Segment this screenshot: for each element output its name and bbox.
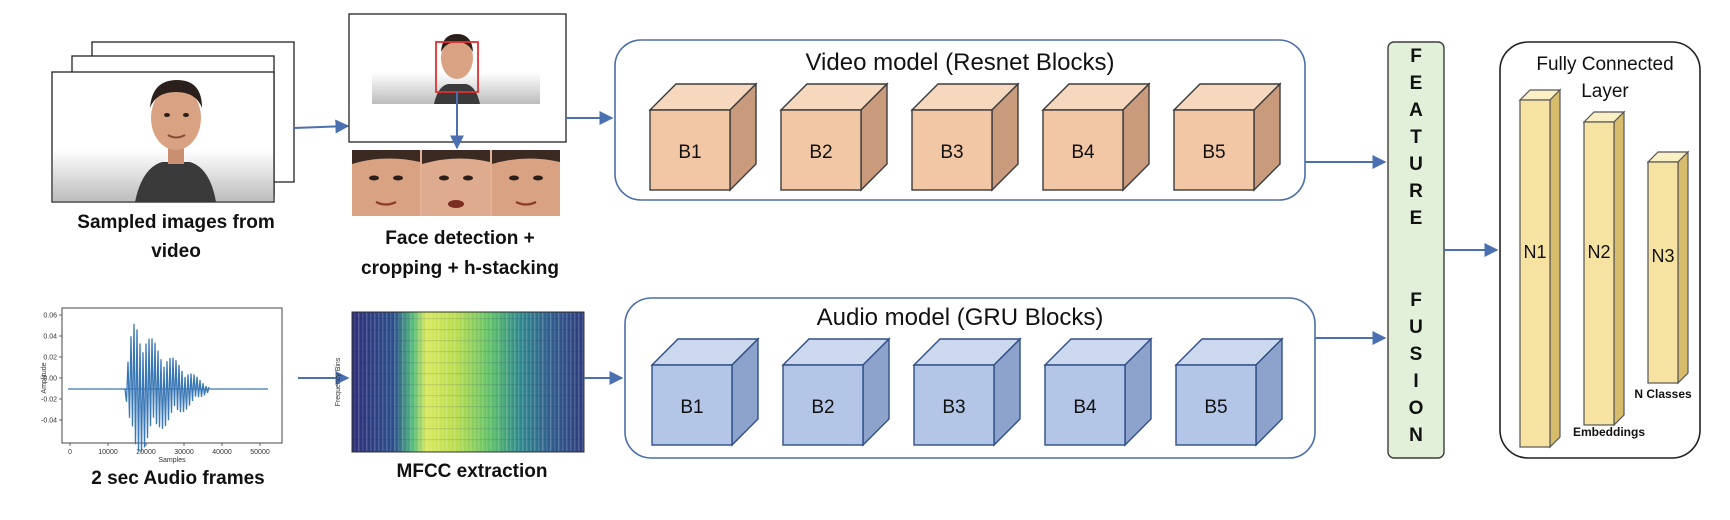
fusion-letter-top-1: F <box>1410 46 1422 67</box>
audio-caption: 2 sec Audio frames <box>91 468 265 489</box>
fusion-letter-bottom-4: I <box>1413 371 1418 392</box>
waveform-xtick-3: 20000 <box>136 449 156 456</box>
fusion-letter-top-5: U <box>1409 154 1423 175</box>
waveform-xtick-4: 30000 <box>174 449 194 456</box>
video-block-2: B2 <box>779 82 889 192</box>
fusion-letter-bottom-5: O <box>1409 398 1424 419</box>
face-detection-panel <box>348 13 567 216</box>
mfcc-caption: MFCC extraction <box>397 461 548 482</box>
sampled-frames-stack <box>51 41 295 203</box>
audio-block-label-3: B3 <box>942 397 965 418</box>
fusion-letter-bottom-2: U <box>1409 317 1423 338</box>
video-block-4: B4 <box>1041 82 1151 192</box>
waveform-ytick-2: 0.04 <box>43 334 57 341</box>
fusion-letter-top-4: T <box>1410 127 1422 148</box>
fusion-letter-top-7: E <box>1410 208 1423 229</box>
fc-node-label-2: N2 <box>1587 242 1610 262</box>
video-block-label-5: B5 <box>1202 142 1225 163</box>
fc-node-label-3: N3 <box>1651 246 1674 266</box>
fc-node-2: N2 <box>1582 110 1626 427</box>
audio-waveform-plot: 0.06 0.04 0.02 0.00 -0.02 -0.04 0 10000 20000 30… <box>41 307 283 464</box>
video-block-3: B3 <box>910 82 1020 192</box>
waveform-ytick-3: 0.02 <box>43 355 57 362</box>
waveform-ylabel: Amplitude <box>41 362 48 393</box>
waveform-xtick-1: 0 <box>68 449 72 456</box>
fc-node-1: N1 <box>1518 88 1562 449</box>
mfcc-ylabel: Frequency Bins <box>335 357 342 406</box>
waveform-ytick-6: -0.04 <box>41 418 57 425</box>
audio-block-label-2: B2 <box>811 397 834 418</box>
video-model-title: Video model (Resnet Blocks) <box>805 49 1114 76</box>
fusion-letter-top-3: A <box>1409 100 1423 121</box>
waveform-xtick-2: 10000 <box>98 449 118 456</box>
fc-embeddings-label: Embeddings <box>1573 425 1645 439</box>
audio-model-box: Audio model (GRU Blocks) B1 B2 B3 B4 B5 <box>624 297 1316 459</box>
fc-title-line2: Layer <box>1581 81 1629 102</box>
fusion-letter-top-6: R <box>1409 181 1423 202</box>
fc-node-label-1: N1 <box>1523 242 1546 262</box>
audio-block-label-5: B5 <box>1204 397 1227 418</box>
video-block-label-1: B1 <box>678 142 701 163</box>
waveform-xtick-5: 40000 <box>212 449 232 456</box>
waveform-ytick-5: -0.02 <box>41 397 57 404</box>
face-caption-line1: Face detection + <box>385 228 534 249</box>
fusion-letter-top-2: E <box>1410 73 1423 94</box>
audio-block-label-1: B1 <box>680 397 703 418</box>
audio-block-5: B5 <box>1174 337 1284 447</box>
audio-block-1: B1 <box>650 337 760 447</box>
face-caption-line2: cropping + h-stacking <box>361 258 559 279</box>
waveform-ytick-4: 0.00 <box>43 376 57 383</box>
mfcc-spectrogram: Frequency Bins <box>335 311 585 453</box>
audio-model-title: Audio model (GRU Blocks) <box>817 304 1104 331</box>
fc-classes-label: N Classes <box>1634 387 1692 401</box>
audio-block-label-4: B4 <box>1073 397 1097 418</box>
video-block-1: B1 <box>648 82 758 192</box>
video-block-label-4: B4 <box>1071 142 1095 163</box>
video-model-box: Video model (Resnet Blocks) B1 B2 B3 B4 B5 <box>614 39 1306 201</box>
video-frame-image <box>51 71 275 203</box>
audio-block-2: B2 <box>781 337 891 447</box>
video-caption-line2: video <box>151 241 201 262</box>
waveform-xlabel: Samples <box>158 457 186 464</box>
fusion-letter-bottom-1: F <box>1410 290 1422 311</box>
fusion-letter-bottom-3: S <box>1410 344 1423 365</box>
audio-block-3: B3 <box>912 337 1022 447</box>
video-block-label-3: B3 <box>940 142 963 163</box>
waveform-xtick-6: 50000 <box>250 449 270 456</box>
fusion-letter-bottom-6: N <box>1409 425 1423 446</box>
waveform-ytick-1: 0.06 <box>43 313 57 320</box>
cropped-faces-strip <box>352 150 560 216</box>
fc-title-line1: Fully Connected <box>1536 54 1673 75</box>
video-block-label-2: B2 <box>809 142 832 163</box>
video-block-5: B5 <box>1172 82 1282 192</box>
audio-block-4: B4 <box>1043 337 1153 447</box>
video-caption-line1: Sampled images from <box>77 212 274 233</box>
fc-node-3: N3 <box>1646 150 1690 385</box>
arrow-frames-to-face <box>293 119 350 134</box>
